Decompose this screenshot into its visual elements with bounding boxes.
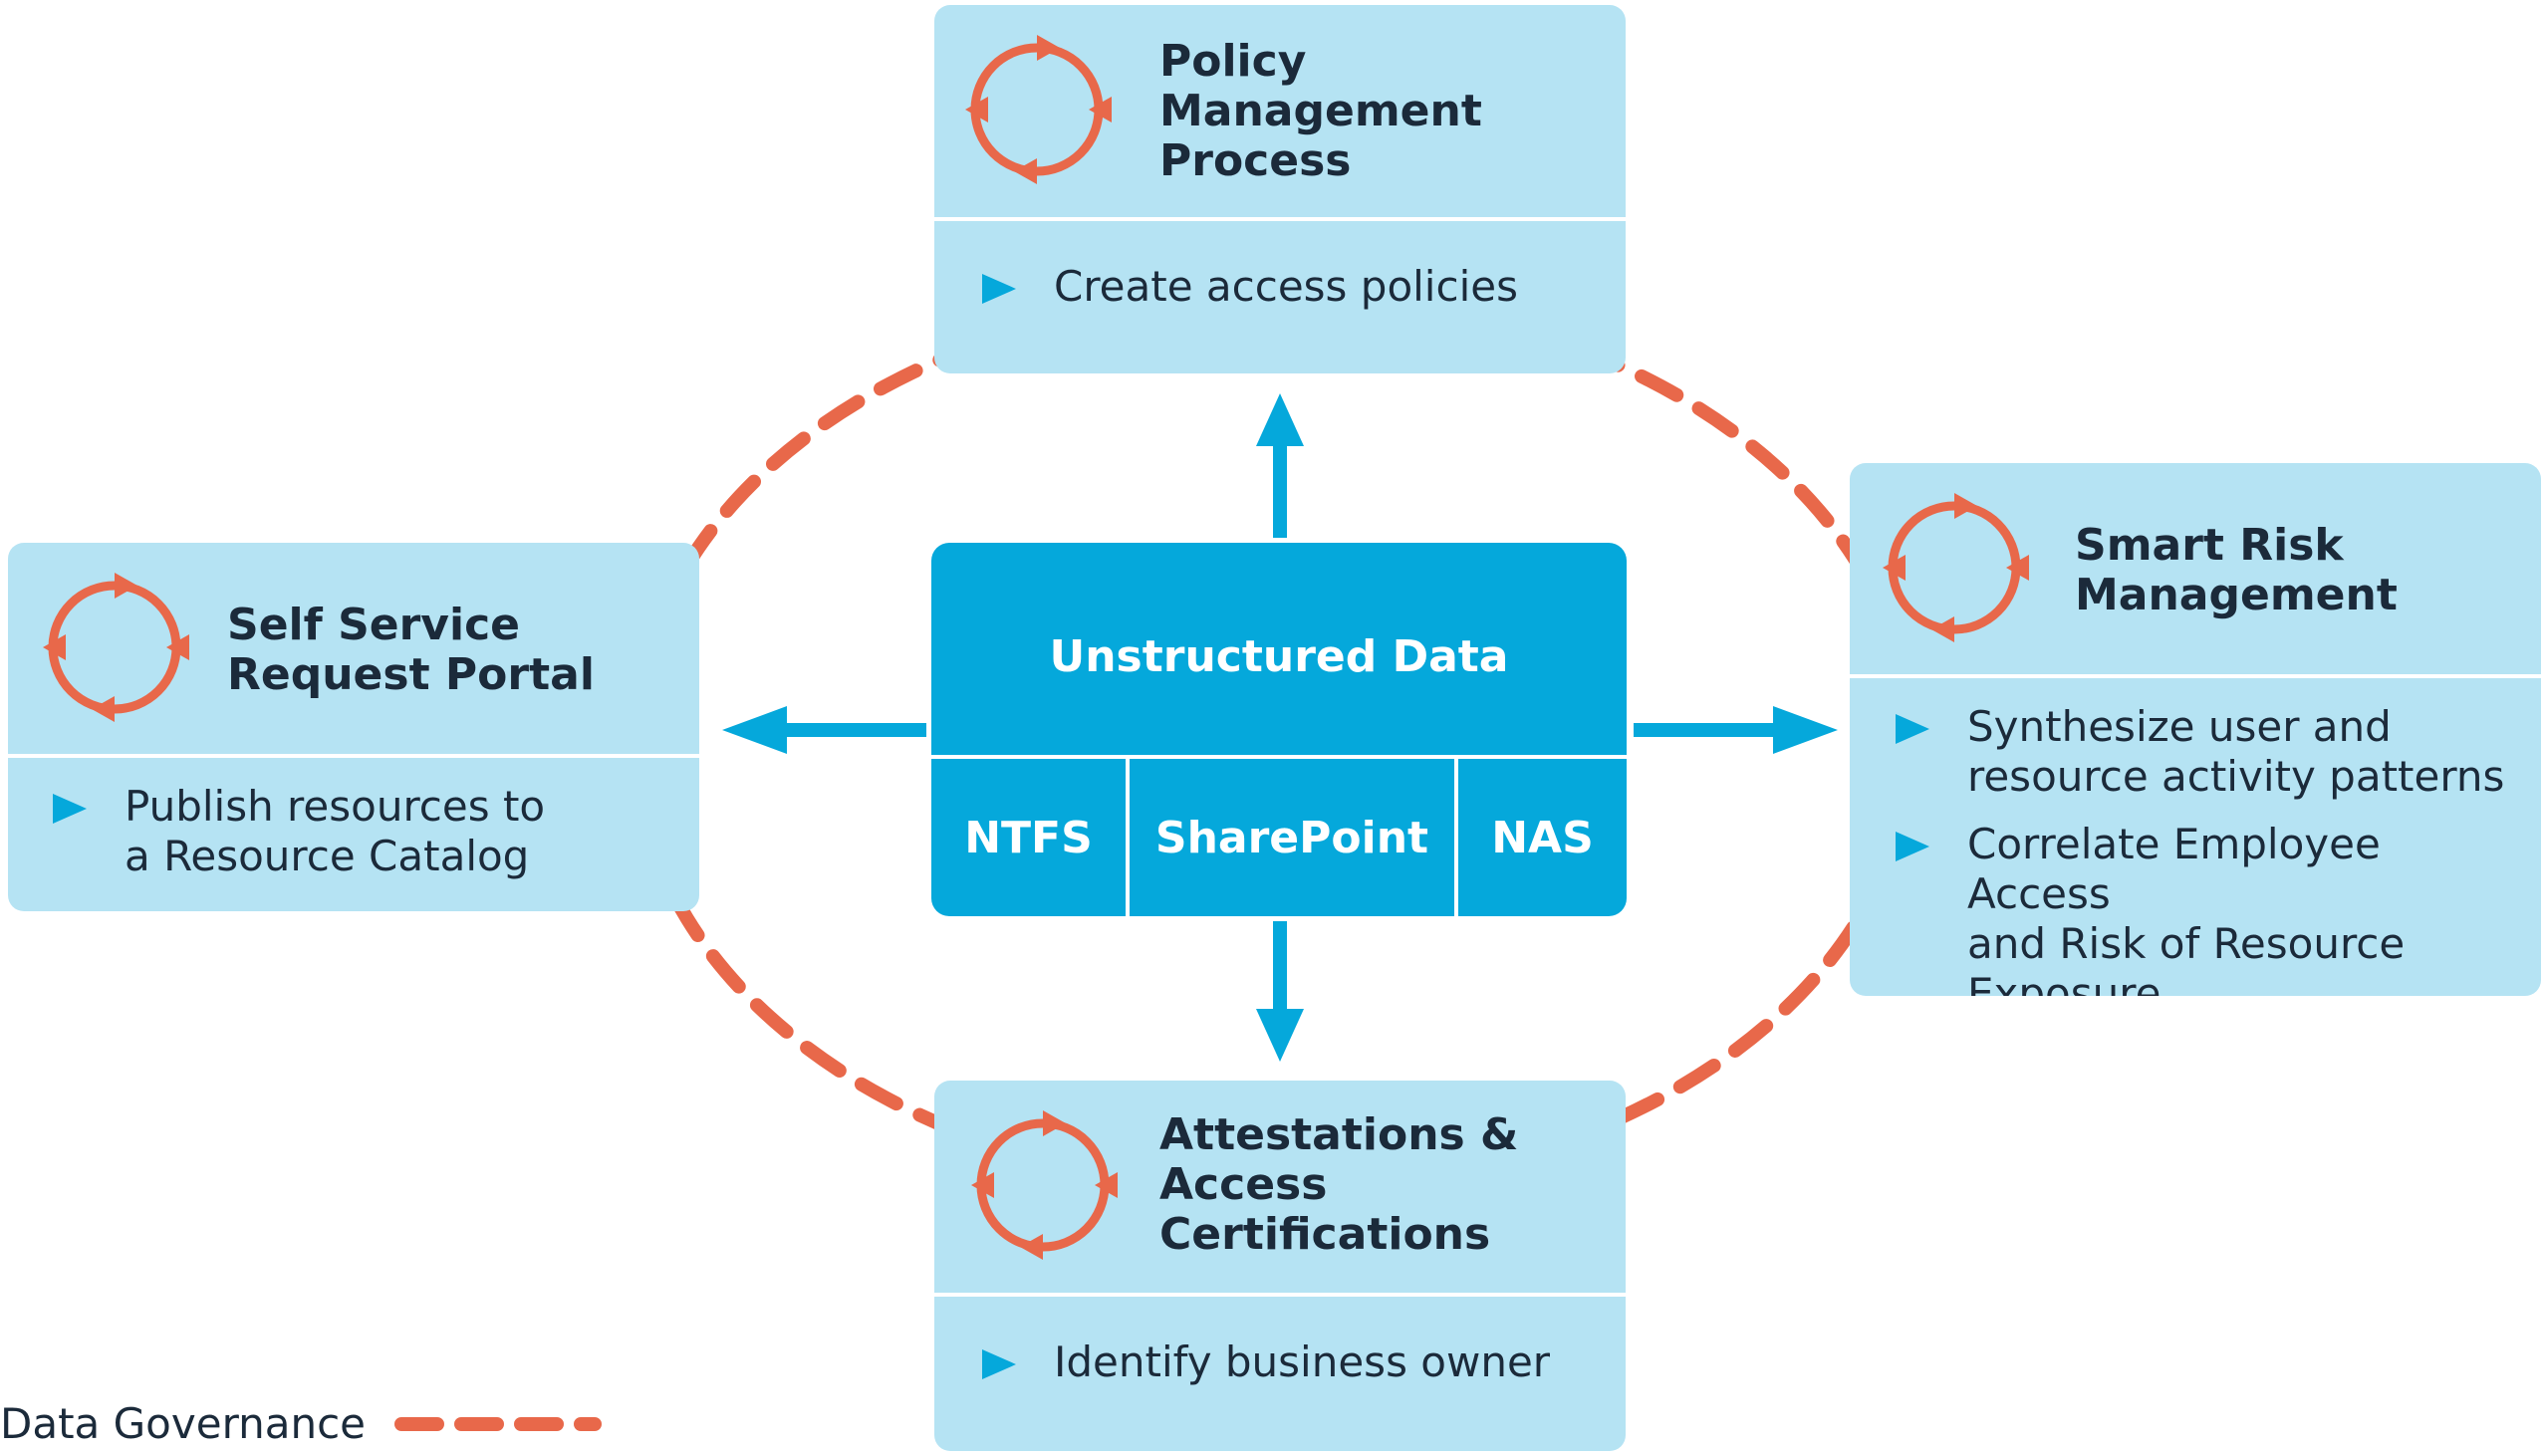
smart-risk-title-line: Smart Risk: [2075, 520, 2344, 571]
source-sharepoint: SharePoint: [1154, 812, 1429, 863]
source-ntfs: NTFS: [964, 812, 1093, 863]
bullet-item: Create access policies: [982, 262, 1600, 312]
bullet-item: Identify business owner: [982, 1337, 1600, 1387]
policy-title-line: Policy: [1159, 36, 1307, 87]
center-cell-divider: [1454, 759, 1458, 916]
cycle-arrows-icon: [971, 1110, 1118, 1260]
legend-dashed-line-icon: [394, 1417, 602, 1431]
bullet-text: Create access policies: [1054, 262, 1518, 311]
cycle-arrows-icon: [1883, 493, 2029, 642]
attestation-bullets: Identify business owner: [982, 1337, 1600, 1405]
triangle-bullet-icon: [1896, 714, 1929, 744]
legend-label: Data Governance: [0, 1399, 367, 1448]
bullet-text-line: Synthesize user and: [1967, 702, 2392, 751]
self-service-card: Self Service Request Portal Publish reso…: [8, 543, 699, 911]
arrow-to-policy: [1256, 393, 1304, 538]
source-nas: NAS: [1491, 812, 1594, 863]
card-divider: [934, 1293, 1626, 1297]
arrow-to-risk: [1634, 706, 1838, 754]
policy-title: Policy Management Process: [1159, 37, 1482, 186]
triangle-bullet-icon: [982, 1349, 1016, 1379]
policy-bullets: Create access policies: [982, 262, 1600, 330]
policy-management-card: Policy Management Process Create access …: [934, 5, 1626, 373]
arrow-to-attestation: [1256, 921, 1304, 1062]
arrow-to-self-service: [722, 706, 926, 754]
triangle-bullet-icon: [1896, 832, 1929, 861]
card-divider: [8, 754, 699, 758]
bullet-text-line: Publish resources to: [125, 782, 546, 831]
cycle-arrows-icon: [965, 35, 1112, 184]
bullet-item: Synthesize user and resource activity pa…: [1896, 702, 2533, 802]
smart-risk-title: Smart Risk Management: [2075, 521, 2398, 620]
self-service-title-line: Self Service: [227, 600, 520, 650]
cycle-arrows-icon: [43, 573, 189, 722]
center-cell-divider: [1126, 759, 1130, 916]
policy-title-line: Management: [1159, 86, 1482, 136]
triangle-bullet-icon: [982, 274, 1016, 304]
attestation-title: Attestations & Access Certifications: [1159, 1110, 1518, 1260]
bullet-text: Identify business owner: [1054, 1337, 1551, 1386]
bullet-text-line: a Resource Catalog: [125, 832, 530, 880]
bullet-text-line: Exposure: [1967, 969, 2162, 996]
bullet-item: Publish resources to a Resource Catalog: [53, 782, 680, 881]
unstructured-data-box: Unstructured Data NTFS SharePoint NAS: [931, 543, 1627, 916]
self-service-bullets: Publish resources to a Resource Catalog: [53, 782, 680, 899]
smart-risk-bullets: Synthesize user and resource activity pa…: [1896, 702, 2533, 996]
center-divider: [931, 755, 1627, 759]
attestation-title-line: Certifications: [1159, 1209, 1491, 1260]
attestation-card: Attestations & Access Certifications Ide…: [934, 1081, 1626, 1451]
smart-risk-title-line: Management: [2075, 570, 2398, 620]
attestation-title-line: Attestations &: [1159, 1109, 1519, 1160]
unstructured-data-title: Unstructured Data: [1049, 631, 1509, 682]
bullet-text-line: and Risk of Resource: [1967, 919, 2406, 968]
self-service-title: Self Service Request Portal: [227, 601, 595, 700]
bullet-text-line: resource activity patterns: [1967, 752, 2505, 801]
policy-title-line: Process: [1159, 135, 1352, 186]
self-service-title-line: Request Portal: [227, 649, 595, 700]
bullet-item: Correlate Employee Access and Risk of Re…: [1896, 820, 2533, 996]
card-divider: [1850, 674, 2541, 678]
smart-risk-card: Smart Risk Management Synthesize user an…: [1850, 463, 2541, 996]
triangle-bullet-icon: [53, 794, 87, 824]
bullet-text-line: Correlate Employee Access: [1967, 820, 2381, 918]
card-divider: [934, 217, 1626, 221]
attestation-title-line: Access: [1159, 1159, 1328, 1210]
